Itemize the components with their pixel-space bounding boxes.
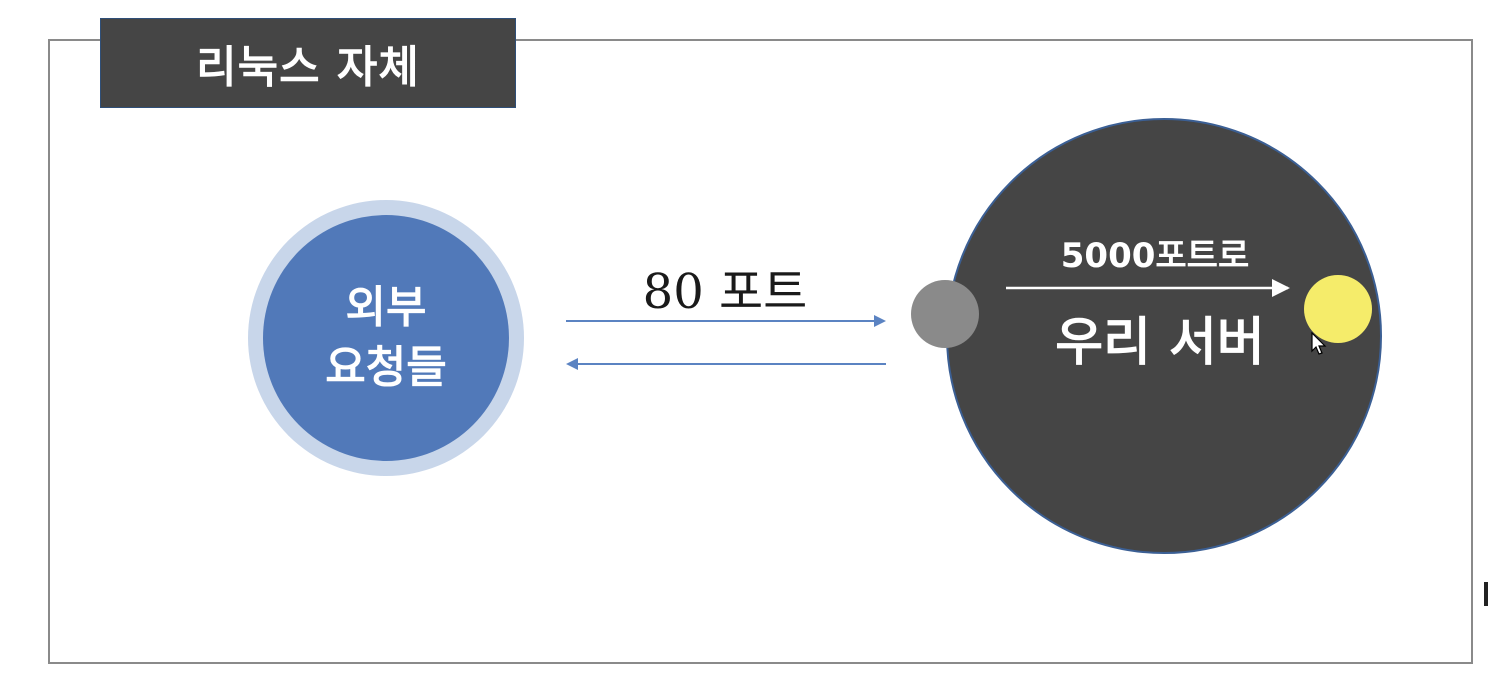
mouse-cursor-icon: [1311, 332, 1327, 355]
port-80-label: 80 포트: [642, 264, 808, 320]
title-tab: 리눅스 자체: [100, 18, 516, 108]
client-label-line1: 외부: [345, 282, 427, 333]
client-label-line2: 요청들: [325, 342, 447, 393]
forward-5000-label: 5000포트로: [1060, 236, 1250, 276]
edge-mark: [1484, 582, 1488, 606]
diagram-frame: [48, 39, 1473, 664]
port-80-node: [911, 280, 979, 348]
title-text: 리눅스 자체: [196, 42, 420, 93]
server-label: 우리 서버: [1055, 313, 1265, 373]
server-circle: [946, 118, 1382, 554]
client-circle: 외부 요청들: [263, 215, 509, 461]
port-5000-node: [1304, 275, 1372, 343]
